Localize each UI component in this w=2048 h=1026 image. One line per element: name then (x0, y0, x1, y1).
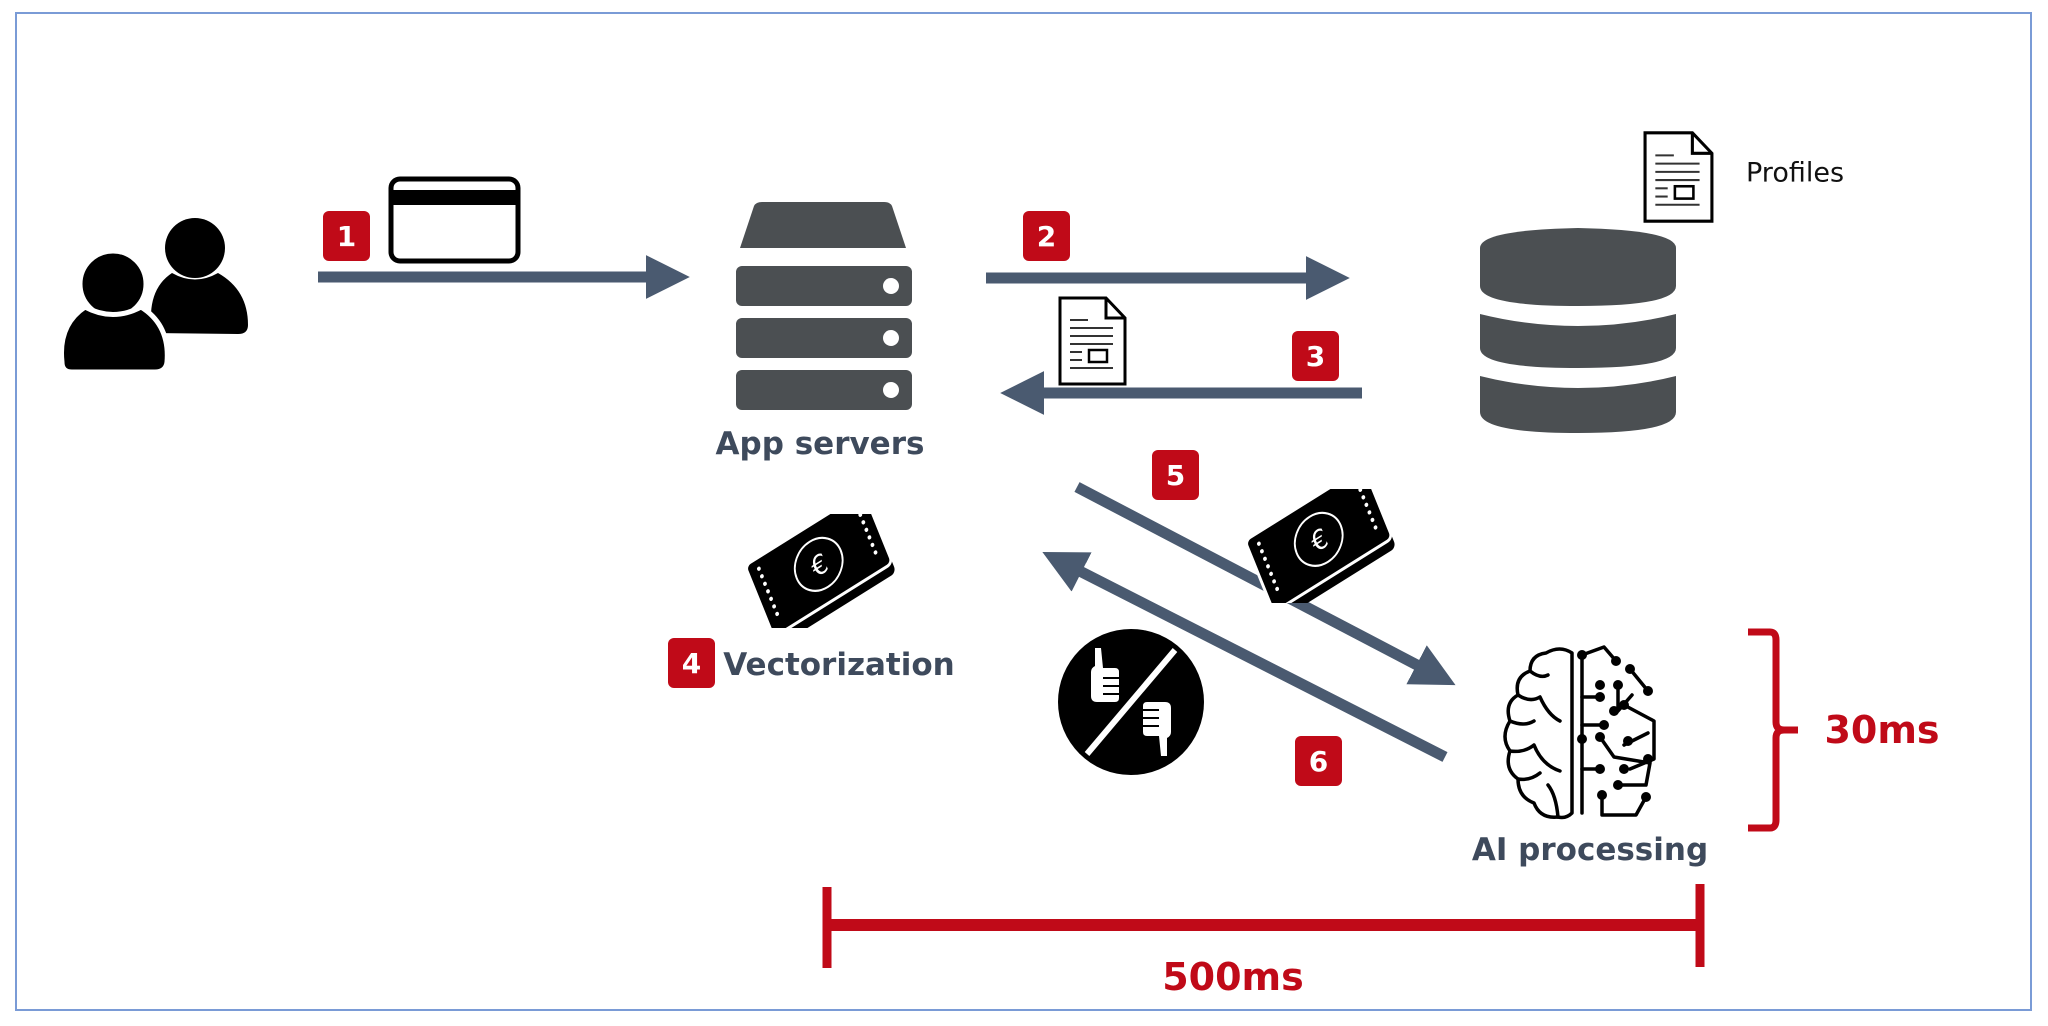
database-icon (1480, 228, 1676, 433)
approve-decline-icon (1058, 629, 1204, 775)
credit-card-icon (388, 176, 521, 264)
step-badge-2: 2 (1023, 211, 1070, 261)
step-badge-4: 4 (668, 638, 715, 688)
vectorization-label: Vectorization (723, 647, 955, 683)
total-latency-label: 500ms (1162, 955, 1304, 999)
ai-latency-brace (1748, 628, 1798, 832)
step-badge-5: 5 (1152, 450, 1199, 500)
diagram-frame (15, 12, 2032, 1011)
app-server-icon (736, 202, 912, 410)
profile-document-icon (1058, 296, 1127, 386)
step-badge-1: 1 (323, 211, 370, 261)
ai-processing-label: AI processing (1471, 832, 1709, 868)
arrow-server-to-ai (1074, 482, 1456, 686)
ai-latency-label: 30ms (1824, 708, 1940, 752)
users-icon (58, 218, 248, 375)
profiles-document-icon (1643, 131, 1714, 223)
ai-brain-icon (1503, 645, 1656, 820)
arrow-ai-to-server (1042, 552, 1448, 762)
step-badge-3: 3 (1292, 331, 1339, 381)
vector-chip-icon: € (1245, 489, 1395, 603)
step-badge-6: 6 (1295, 736, 1342, 786)
vectorization-chip-icon: € (745, 514, 895, 628)
app-servers-label: App servers (715, 426, 925, 462)
profiles-label: Profiles (1746, 157, 1845, 189)
